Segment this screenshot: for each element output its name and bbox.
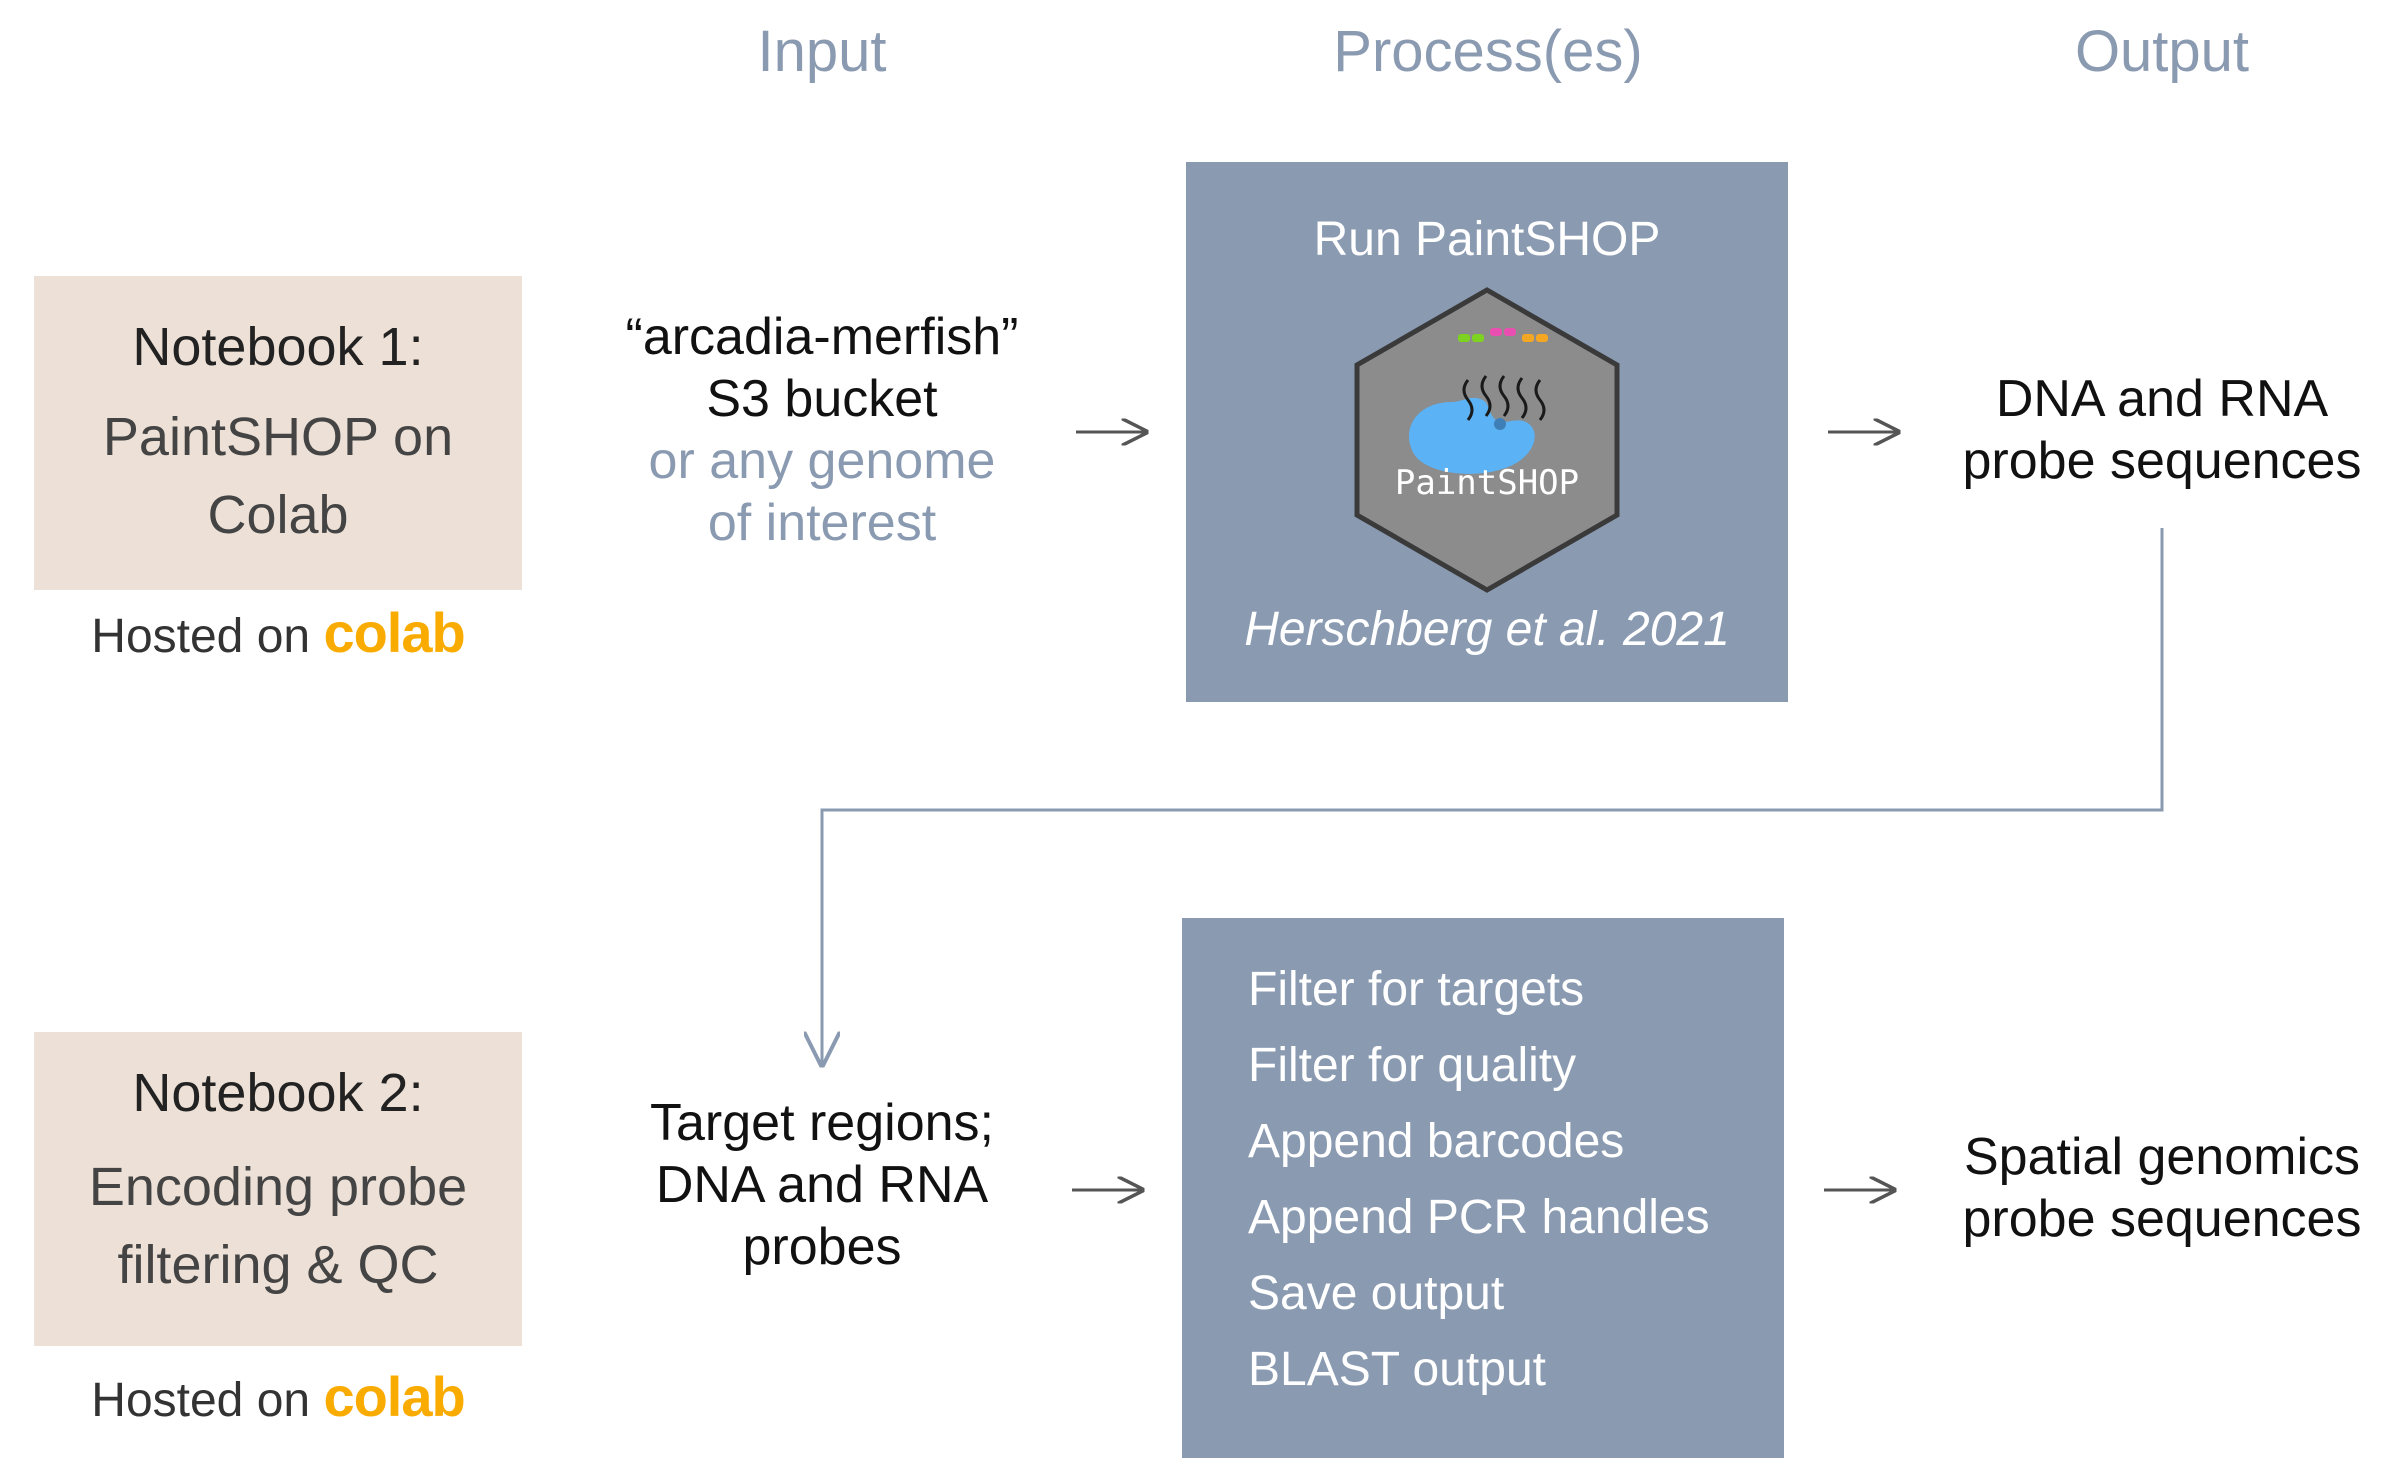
- process-box-filtering: Filter for targets Filter for quality Ap…: [1182, 918, 1784, 1458]
- notebook-2-box: Notebook 2: Encoding probe filtering & Q…: [34, 1032, 522, 1346]
- row1-output-line2: probe sequences: [1962, 432, 2362, 490]
- row1-input-alt-line1: or any genome: [648, 432, 996, 490]
- row2-input-line2: DNA and RNA: [655, 1156, 989, 1214]
- notebook-2-hosted-prefix: Hosted on: [91, 1374, 311, 1427]
- colab-logo: colab: [323, 601, 465, 664]
- column-header-output: Output: [2074, 19, 2250, 84]
- row1-input-line2: S3 bucket: [706, 370, 938, 428]
- step-append-barcodes: Append barcodes: [1248, 1115, 1625, 1168]
- notebook-1-title: Notebook 1:: [132, 317, 424, 377]
- column-header-input: Input: [757, 19, 887, 84]
- notebook-1-subtitle-line2: Colab: [207, 485, 349, 545]
- step-filter-quality: Filter for quality: [1248, 1039, 1577, 1092]
- notebook-1-hosted-prefix: Hosted on: [91, 610, 311, 663]
- process-title: Run PaintSHOP: [1313, 213, 1661, 266]
- colab-logo: colab: [323, 1365, 465, 1428]
- row2-input-line3: probes: [742, 1218, 902, 1276]
- process-steps-list: Filter for targets Filter for quality Ap…: [1248, 952, 1710, 1408]
- row2-input: Target regions; DNA and RNA probes: [650, 1092, 994, 1278]
- row2-output-line2: probe sequences: [1962, 1190, 2362, 1248]
- step-filter-targets: Filter for targets: [1248, 963, 1585, 1016]
- row1-input-line1: “arcadia-merfish”: [625, 308, 1019, 366]
- notebook-2-title: Notebook 2:: [132, 1063, 424, 1123]
- paintshop-logo: PaintSHOP: [1354, 287, 1620, 593]
- citation: Herschberg et al. 2021: [1244, 603, 1730, 656]
- row1-output: DNA and RNA probe sequences: [1963, 368, 2362, 492]
- notebook-2-subtitle-line2: filtering & QC: [117, 1235, 439, 1295]
- step-append-pcr-handles: Append PCR handles: [1248, 1191, 1710, 1244]
- row1-input: “arcadia-merfish” S3 bucket or any genom…: [626, 306, 1019, 554]
- row2-output-line1: Spatial genomics: [1964, 1128, 2360, 1186]
- logo-text: PaintSHOP: [1395, 463, 1579, 503]
- notebook-2-hosted-on: Hosted on colab: [34, 1364, 522, 1429]
- notebook-1-hosted-on: Hosted on colab: [34, 600, 522, 665]
- step-save-output: Save output: [1248, 1267, 1505, 1320]
- process-box-paintshop: Run PaintSHOP PaintSHOP Herschberg et al…: [1186, 162, 1788, 702]
- row1-input-alt-line2: of interest: [707, 494, 937, 552]
- notebook-1-box: Notebook 1: PaintSHOP on Colab: [34, 276, 522, 590]
- notebook-2-subtitle-line1: Encoding probe: [88, 1157, 468, 1217]
- notebook-1-subtitle-line1: PaintSHOP on: [102, 407, 454, 467]
- step-blast-output: BLAST output: [1248, 1343, 1546, 1396]
- row1-output-line1: DNA and RNA: [1995, 370, 2329, 428]
- column-header-process: Process(es): [1333, 19, 1643, 84]
- palette-icon: [1408, 397, 1535, 474]
- row2-output: Spatial genomics probe sequences: [1963, 1126, 2362, 1250]
- arrow-row1-output-to-row2-input: [822, 528, 2164, 1064]
- row2-input-line1: Target regions;: [650, 1094, 994, 1152]
